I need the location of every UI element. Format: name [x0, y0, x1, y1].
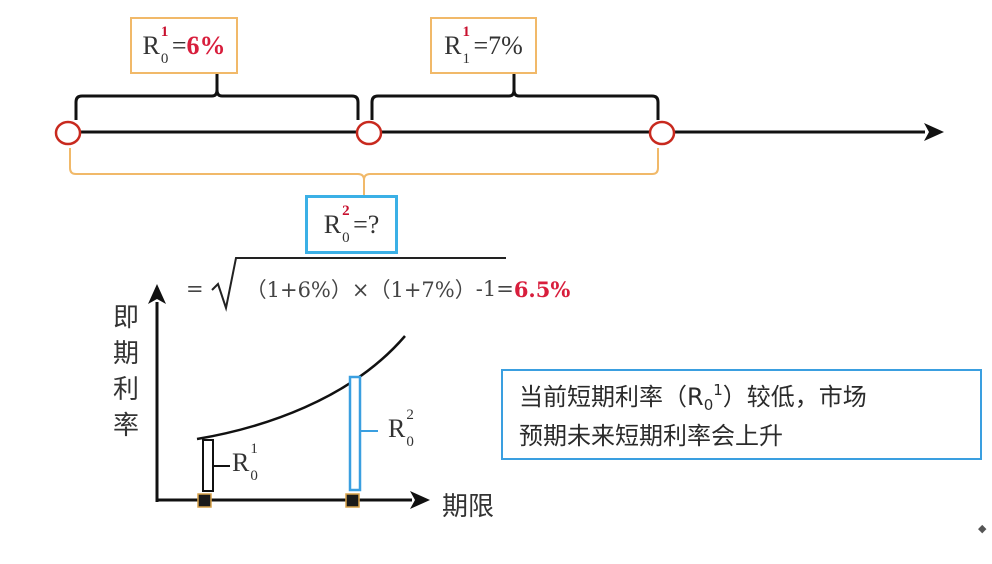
- note-line-2: 预期未来短期利率会上升: [519, 422, 783, 450]
- bar-r02-symbol: R 2 0: [388, 407, 414, 450]
- note-box: 当前短期利率（R01）较低，市场 预期未来短期利率会上升: [501, 369, 982, 460]
- graph-x-label: 期限: [442, 492, 495, 522]
- x-marker-2: [345, 493, 360, 508]
- graph-y-label: 即 期 利 率: [108, 300, 144, 444]
- yield-curve: [196, 335, 406, 441]
- r11-symbol-letter: R: [444, 30, 462, 60]
- y-label-char-4: 率: [112, 411, 139, 441]
- r02-value: ?: [367, 209, 380, 239]
- timeline-node-2: [648, 120, 676, 146]
- formula-tail: -1=: [475, 277, 514, 301]
- bar-r01-subscript: 0: [250, 468, 258, 484]
- brace-period-0-1: [74, 74, 360, 120]
- r11-superscript: 1: [462, 23, 471, 40]
- r02-superscript: 2: [342, 202, 350, 219]
- label-box-r11: R 1 1 = 7%: [430, 17, 537, 74]
- r11-value: 7%: [488, 30, 523, 60]
- corner-mark-icon: ◆: [978, 522, 987, 535]
- formula-result: 6.5%: [513, 276, 571, 302]
- timeline-node-1: [355, 120, 383, 146]
- bar-r02-letter: R: [388, 414, 406, 443]
- y-label-char-3: 利: [112, 375, 139, 405]
- brace-period-0-2: [69, 148, 659, 195]
- r02-symbol: R 2 0: [323, 203, 350, 246]
- y-label-char-1: 即: [112, 303, 139, 333]
- bar-r01-symbol: R 1 0: [232, 441, 258, 484]
- bar-r01: [202, 439, 214, 492]
- formula-radicand: （1+6%）×（1+7%）: [245, 278, 476, 302]
- bar-r01-superscript: 1: [250, 441, 258, 457]
- r01-value: 6%: [186, 30, 226, 60]
- label-box-r02: R 2 0 = ?: [305, 195, 398, 254]
- note-line-1: 当前短期利率（R01）较低，市场: [519, 379, 966, 418]
- r02-subscript: 0: [342, 229, 350, 246]
- formula: = （1+6%）×（1+7%） -1= 6.5%: [186, 264, 570, 314]
- note-line-1-part-b: ）较低，市场: [722, 383, 867, 411]
- r02-equals: =: [353, 209, 368, 239]
- brace-period-1-2: [370, 74, 660, 120]
- y-label-char-2: 期: [112, 339, 139, 369]
- label-box-r01: R 1 0 = 6%: [130, 17, 238, 74]
- r01-subscript: 0: [160, 50, 169, 67]
- note-line-1-subscript: 0: [703, 396, 714, 414]
- r11-equals: =: [473, 30, 489, 60]
- timeline-arrowhead: [924, 123, 944, 141]
- r11-subscript: 1: [462, 50, 471, 67]
- note-line-1-part-a: 当前短期利率（R: [519, 383, 704, 411]
- formula-lead: =: [186, 277, 204, 301]
- r01-symbol-letter: R: [142, 30, 160, 60]
- bar-r02: [348, 375, 362, 492]
- graph-x-arrowhead: [410, 491, 430, 509]
- graph-y-arrowhead: [148, 284, 166, 304]
- r01-equals: =: [171, 30, 187, 60]
- r01-symbol: R 1 0: [142, 24, 168, 67]
- bar-r02-superscript: 2: [406, 407, 414, 423]
- bar-r01-letter: R: [232, 448, 250, 477]
- r01-superscript: 1: [160, 23, 169, 40]
- radical-sign: [211, 257, 506, 312]
- x-marker-1: [197, 493, 212, 508]
- note-line-1-superscript: 1: [713, 381, 723, 399]
- bar-r02-label: R 2 0: [388, 407, 414, 450]
- bar-r01-label: R 1 0: [232, 441, 258, 484]
- timeline-node-0: [54, 120, 82, 146]
- bar-r02-subscript: 0: [406, 434, 414, 450]
- r11-symbol: R 1 1: [444, 24, 470, 67]
- r02-symbol-letter: R: [323, 209, 342, 239]
